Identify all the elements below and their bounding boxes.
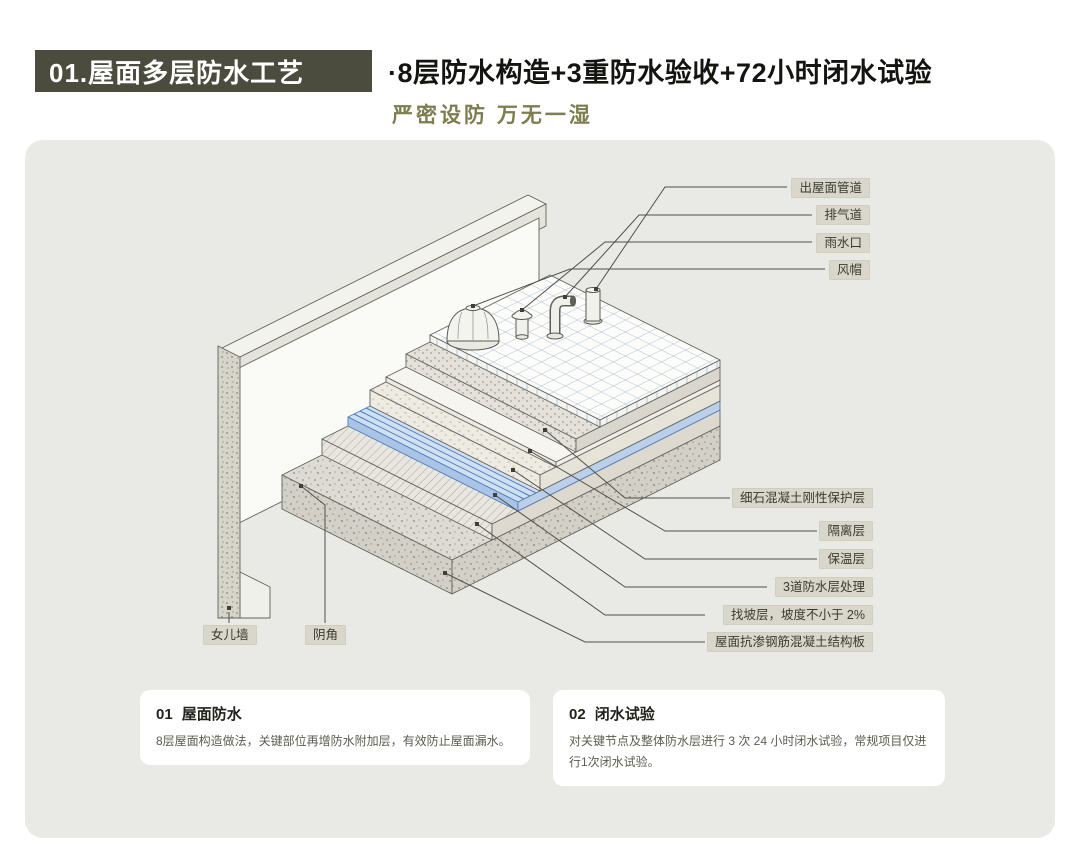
roof-diagram bbox=[217, 186, 825, 643]
label-internal-corner: 阴角 bbox=[305, 625, 347, 645]
parapet-wall-figure bbox=[217, 194, 547, 619]
card-number: 01 bbox=[156, 706, 173, 723]
card-title-text: 屋面防水 bbox=[181, 706, 242, 723]
info-card-water-test: 02 闭水试验 对关键节点及整体防水层进行 3 次 24 小时闭水试验，常规项目… bbox=[553, 690, 945, 786]
wall-section-cut bbox=[217, 345, 241, 619]
label-slope-layer: 找坡层，坡度不小于 2% bbox=[722, 605, 873, 625]
label-structural-slab: 屋面抗渗钢筋混凝土结构板 bbox=[706, 632, 873, 652]
label-protective-layer: 细石混凝土刚性保护层 bbox=[731, 488, 873, 508]
label-roof-pipe: 出屋面管道 bbox=[791, 178, 870, 198]
label-insulation-layer: 保温层 bbox=[819, 549, 873, 569]
label-isolation-layer: 隔离层 bbox=[819, 521, 873, 541]
roof-pipe-figure bbox=[583, 287, 603, 325]
info-card-roof-waterproofing: 01 屋面防水 8层屋面构造做法，关键部位再增防水附加层，有效防止屋面漏水。 bbox=[140, 690, 530, 765]
label-parapet-wall: 女儿墙 bbox=[203, 625, 257, 645]
layer-tile-surface bbox=[429, 274, 721, 428]
card-body-text: 对关键节点及整体防水层进行 3 次 24 小时闭水试验，常规项目仅进行1次闭水试… bbox=[569, 734, 927, 769]
leader-dots bbox=[227, 287, 598, 610]
label-rain-inlet: 雨水口 bbox=[816, 233, 870, 253]
rooftop-fixtures-figure bbox=[446, 287, 603, 351]
section-badge: 01.屋面多层防水工艺 bbox=[35, 50, 372, 92]
card-body-text: 8层屋面构造做法，关键部位再增防水附加层，有效防止屋面漏水。 bbox=[156, 734, 511, 748]
wall-lower-stub bbox=[239, 571, 271, 619]
card-number: 02 bbox=[569, 706, 586, 723]
page-subtitle: 严密设防 万无一湿 bbox=[392, 104, 593, 127]
page-title: ·8层防水构造+3重防水验收+72小时闭水试验 bbox=[388, 58, 933, 88]
card-title-text: 闭水试验 bbox=[594, 706, 655, 723]
label-vent-duct: 排气道 bbox=[816, 205, 870, 225]
label-wind-cap: 风帽 bbox=[828, 260, 870, 280]
wind-cap-figure bbox=[446, 304, 500, 351]
label-waterproof-layers: 3道防水层处理 bbox=[775, 577, 873, 597]
diagram-panel: 出屋面管道 排气道 雨水口 风帽 细石混凝土刚性保护层 隔离层 保温层 3道防水… bbox=[25, 140, 1055, 838]
vent-duct-figure bbox=[546, 295, 577, 340]
leader-lines bbox=[228, 186, 825, 643]
